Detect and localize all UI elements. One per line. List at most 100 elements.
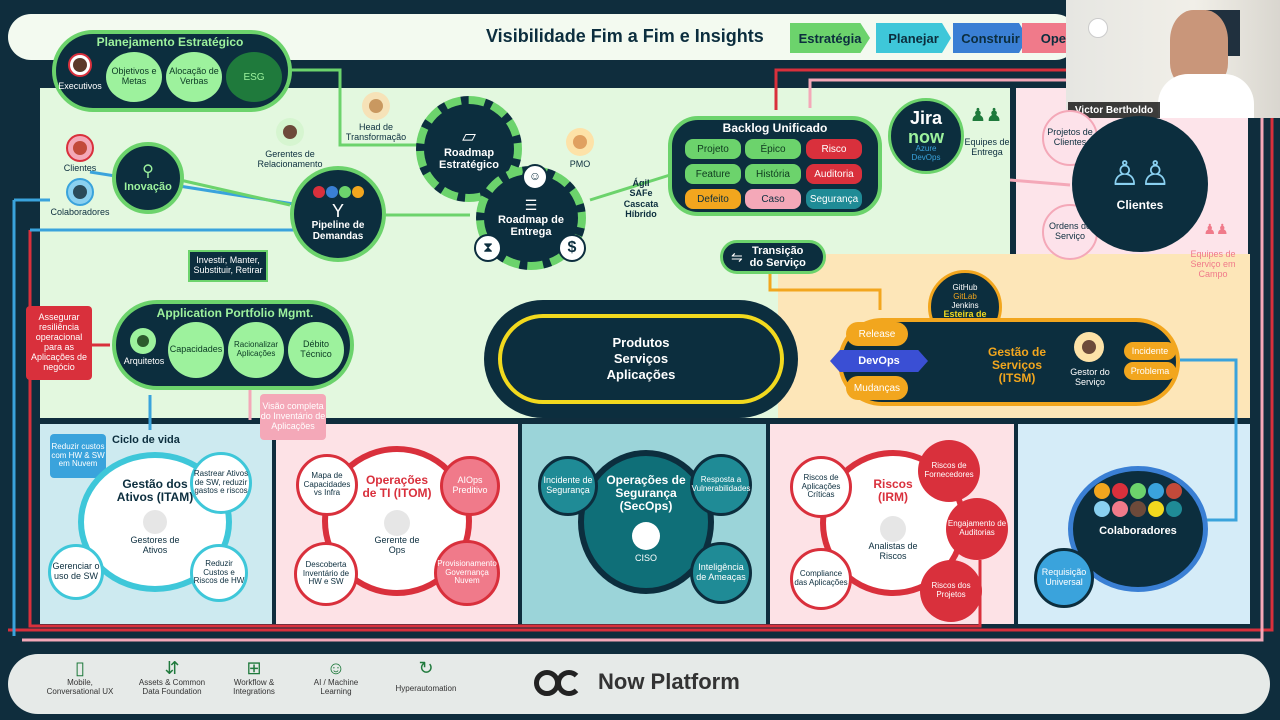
backlog-defeito[interactable]: Defeito (685, 189, 741, 209)
azure-label: Azure DevOps (911, 144, 941, 162)
riscos-aplicacoes-node[interactable]: Riscos de Aplicações Críticas (790, 456, 852, 518)
problema-pill[interactable]: Problema (1124, 362, 1176, 380)
clientes-label: Clientes (63, 163, 97, 173)
planejamento-title: Planejamento Estratégico (96, 35, 244, 49)
footer-item-workflow[interactable]: ⊞ Workflow & Integrations (218, 658, 290, 697)
phase-operar[interactable]: Ope (1022, 23, 1070, 53)
ciso-avatar (632, 521, 660, 550)
phase-construir[interactable]: Construir (953, 23, 1028, 53)
footer-item-ai[interactable]: ☺ AI / Machine Learning (298, 658, 374, 697)
item-label: Auditoria (814, 168, 854, 180)
gerente-label: Gerente de Ops (374, 535, 420, 556)
item-label: Mapa de Capacidades vs Infra (303, 470, 351, 498)
item-label: História (756, 168, 790, 180)
gerentes-label: Gerentes de Relacionamento (257, 149, 323, 169)
backlog-seguranca[interactable]: Segurança (806, 189, 862, 209)
phase-label: Ope (1040, 30, 1066, 46)
phase-estrategia[interactable]: Estratégia (790, 23, 870, 53)
method-label: Cascata (623, 198, 659, 209)
colaboradores-avatar (66, 178, 94, 206)
inovacao-node[interactable]: ⚲ Inovação (112, 142, 184, 214)
arquitetos-avatar (130, 328, 156, 354)
alocacao-verbas[interactable]: Alocação de Verbas (166, 52, 222, 102)
irm-title: Riscos (IRM) (873, 477, 913, 505)
provisionamento-node[interactable]: Provisionamento Governança Nuvem (434, 540, 500, 606)
backlog-historia[interactable]: História (745, 164, 801, 184)
item-label: Racionalizar Aplicações (233, 340, 279, 358)
clientes-node[interactable]: ♙♙ Clientes (1072, 116, 1208, 252)
roadmap-estrategico-label: Roadmap Estratégico (439, 146, 499, 171)
roadmap-entrega-label: Roadmap de Entrega (497, 213, 564, 238)
clientes-avatar (66, 134, 94, 162)
rastrear-node[interactable]: Rastrear Ativos de SW, reduzir gastos e … (190, 452, 252, 514)
resposta-node[interactable]: Resposta a Vulnerabilidades (690, 454, 752, 516)
devops-arrow[interactable]: DevOps (830, 350, 928, 372)
analistas-avatar (880, 516, 906, 543)
debito-tecnico[interactable]: Débito Técnico (288, 322, 344, 378)
clientes-label: Clientes (1116, 198, 1164, 213)
item-label: Inteligência de Ameaças (696, 562, 746, 582)
reduzir-hw-node[interactable]: Reduzir Custos e Riscos de HW (190, 544, 248, 602)
center-node[interactable]: Produtos Serviços Aplicações (498, 314, 784, 404)
backlog-caso[interactable]: Caso (745, 189, 801, 209)
gerenciar-node[interactable]: Gerenciar o uso de SW (48, 544, 104, 600)
incidente-pill[interactable]: Incidente (1124, 342, 1176, 360)
gitlab-label: GitLab (953, 291, 977, 301)
riscos-fornecedores-node[interactable]: Riscos de Fornecedores (918, 440, 980, 502)
racionalizar[interactable]: Racionalizar Aplicações (228, 322, 284, 378)
riscos-projetos-node[interactable]: Riscos dos Projetos (920, 560, 982, 622)
item-label: Projetos de Clientes (1047, 127, 1093, 147)
item-label: ESG (243, 71, 265, 83)
head-label: Head de Transformação (345, 122, 407, 142)
backlog-feature[interactable]: Feature (685, 164, 741, 184)
transicao-node[interactable]: ⇋ Transição do Serviço (720, 240, 826, 274)
capacidades[interactable]: Capacidades (168, 322, 224, 378)
footer-item-hyper[interactable]: ↻ Hyperautomation (386, 658, 466, 694)
esg[interactable]: ESG (226, 52, 282, 102)
item-label: Requisição Universal (1041, 567, 1087, 587)
pipeline-node[interactable]: Y Pipeline de Demandas (290, 166, 386, 262)
aiops-node[interactable]: AIOps Preditivo (440, 456, 500, 516)
mapa-node[interactable]: Mapa de Capacidades vs Infra (296, 454, 358, 516)
backlog-risco[interactable]: Risco (806, 139, 862, 159)
release-pill[interactable]: Release (846, 322, 908, 346)
item-label: Capacidades (169, 344, 223, 355)
wall-clock-icon (1088, 18, 1108, 38)
center-label: Produtos Serviços Aplicações (606, 334, 676, 383)
hyperautomation-icon: ↻ (418, 658, 434, 678)
assegurar-box: Assegurar resiliência operacional para a… (26, 306, 92, 380)
item-label: Épico (760, 143, 786, 155)
presenter-avatar (1170, 10, 1228, 86)
requisicao-node[interactable]: Requisição Universal (1034, 548, 1094, 608)
reduzir-custos-box: Reduzir custos com HW & SW em Nuvem (50, 434, 106, 478)
objetivos-metas[interactable]: Objetivos e Metas (106, 52, 162, 102)
item-label: Release (858, 328, 896, 340)
arquitetos-label: Arquitetos (123, 356, 165, 366)
incidente-seguranca-node[interactable]: Incidente de Segurança (538, 456, 598, 516)
pmo-label: PMO (569, 159, 591, 169)
backlog-title: Backlog Unificado (722, 121, 828, 135)
jira-node[interactable]: Jira now Azure DevOps (888, 98, 964, 174)
now-label: now (908, 127, 944, 147)
mudancas-pill[interactable]: Mudanças (846, 376, 908, 400)
footer-item-mobile[interactable]: ▯ Mobile, Conversational UX (40, 658, 120, 697)
backlog-projeto[interactable]: Projeto (685, 139, 741, 159)
compliance-node[interactable]: Compliance das Aplicações (790, 548, 852, 610)
inovacao-label: Inovação (124, 180, 172, 193)
inteligencia-node[interactable]: Inteligência de Ameaças (690, 542, 752, 604)
footer-item-assets[interactable]: ⇵ Assets & Common Data Foundation (130, 658, 214, 697)
hourglass-icon: ⧗ (474, 234, 502, 262)
clients-illustration-icon: ♙♙ (1109, 154, 1171, 193)
phase-label: Construir (961, 30, 1020, 46)
phase-label: Planejar (888, 30, 939, 46)
engajamento-node[interactable]: Engajamento de Auditorias (946, 498, 1008, 560)
item-label: Projeto (697, 143, 729, 155)
jenkins-label: Jenkins (951, 300, 979, 310)
head-avatar (362, 92, 390, 120)
backlog-epico[interactable]: Épico (745, 139, 801, 159)
now-logo-icon (534, 668, 588, 698)
phase-planejar[interactable]: Planejar (876, 23, 951, 53)
backlog-auditoria[interactable]: Auditoria (806, 164, 862, 184)
gestor-label: Gestor do Serviço (1070, 367, 1110, 387)
descoberta-node[interactable]: Descoberta Inventário de HW e SW (294, 542, 358, 606)
